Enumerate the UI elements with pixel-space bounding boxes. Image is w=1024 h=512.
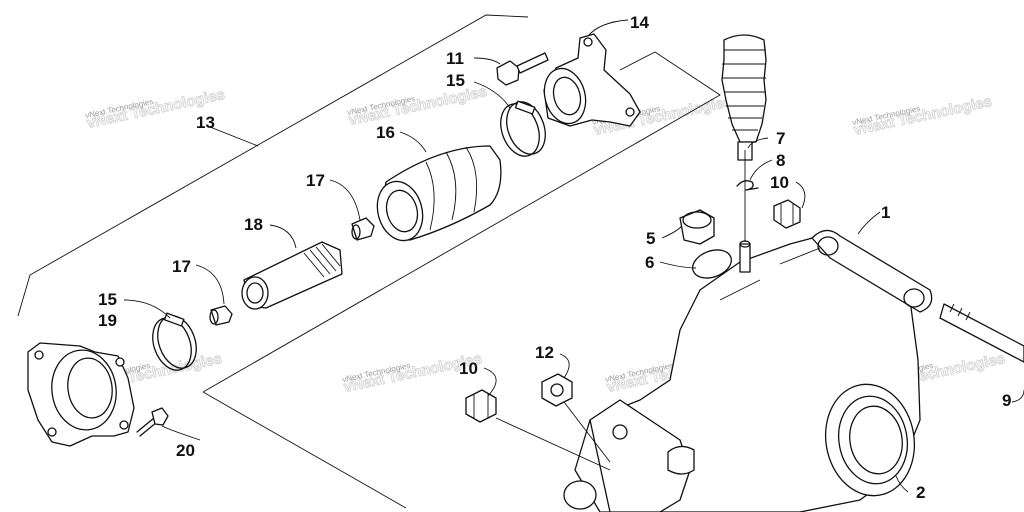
callout-17-upper: 17 bbox=[306, 171, 325, 190]
callout-1: 1 bbox=[881, 203, 890, 222]
callout-18: 18 bbox=[244, 215, 263, 234]
callout-12: 12 bbox=[535, 343, 554, 362]
callout-13: 13 bbox=[196, 113, 215, 132]
callout-7: 7 bbox=[776, 129, 785, 148]
callout-8: 8 bbox=[776, 151, 785, 170]
callout-2: 2 bbox=[916, 483, 925, 502]
callout-15-lower: 15 bbox=[98, 290, 117, 309]
assembly-13-bracket bbox=[17, 14, 721, 509]
hose-clamp-upper bbox=[500, 100, 546, 157]
callout-5: 5 bbox=[646, 229, 655, 248]
plug-part-5 bbox=[679, 209, 715, 245]
callout-labels: 1 2 5 6 7 8 9 10 10 11 12 13 14 15 15 16… bbox=[98, 13, 1011, 502]
callout-14: 14 bbox=[630, 13, 649, 32]
callout-16: 16 bbox=[376, 123, 395, 142]
knuckle-housing-part bbox=[563, 229, 933, 512]
callout-15-upper: 15 bbox=[446, 71, 465, 90]
hex-nut-part bbox=[541, 373, 573, 407]
callout-9: 9 bbox=[1002, 391, 1011, 410]
cv-boot-part bbox=[376, 145, 502, 242]
callout-6: 6 bbox=[645, 253, 654, 272]
bolt-part-20 bbox=[136, 407, 169, 437]
callout-19: 19 bbox=[98, 311, 117, 330]
leader-lines bbox=[123, 19, 1024, 493]
callout-10-upper: 10 bbox=[770, 173, 789, 192]
cotter-pin-part bbox=[736, 180, 759, 191]
castle-nut-part-upper bbox=[773, 199, 801, 229]
plug-part-17-lower bbox=[209, 305, 233, 326]
bolt-part-11 bbox=[496, 52, 549, 86]
o-ring-part bbox=[692, 249, 732, 279]
hose-clamp-lower bbox=[152, 312, 197, 371]
splined-shaft-part bbox=[241, 241, 343, 310]
flange-yoke-part bbox=[543, 33, 641, 127]
plug-part-17-upper bbox=[351, 217, 375, 241]
callout-20: 20 bbox=[176, 441, 195, 460]
callout-17-lower: 17 bbox=[172, 257, 191, 276]
callout-11: 11 bbox=[446, 49, 464, 68]
long-bolt-part bbox=[939, 303, 1024, 363]
dust-boot-part bbox=[721, 34, 767, 161]
castle-nut-part-lower bbox=[465, 389, 497, 423]
callout-10-lower: 10 bbox=[459, 359, 478, 378]
bearing-cap-part bbox=[27, 342, 135, 447]
